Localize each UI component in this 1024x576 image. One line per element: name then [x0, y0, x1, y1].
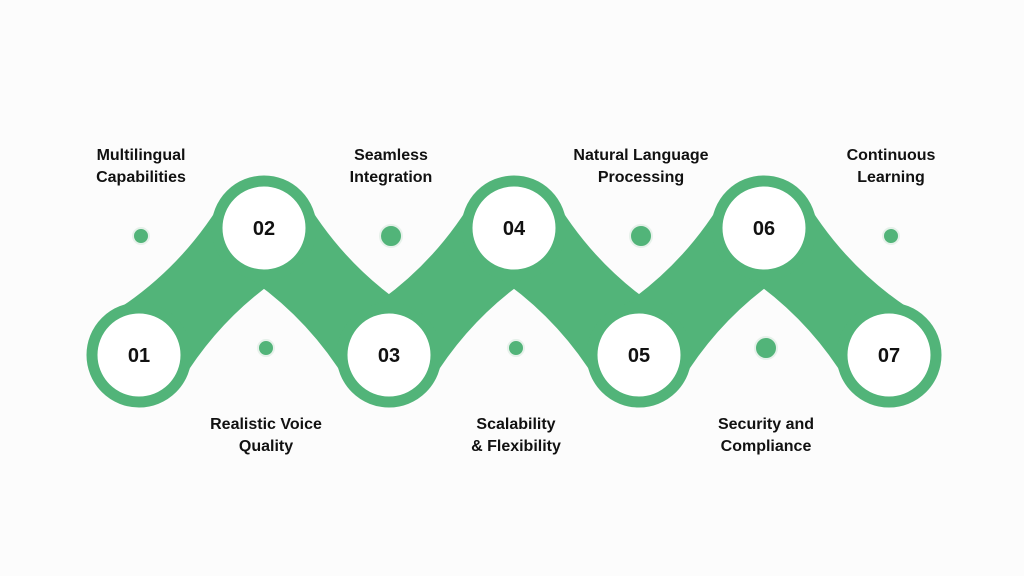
step-ring-03: [336, 302, 442, 408]
step-number-01: 01: [128, 345, 150, 367]
marker-dot-04: [507, 339, 525, 357]
step-number-07: 07: [878, 345, 900, 367]
step-ring-06: [711, 175, 817, 281]
step-label-line: Realistic Voice: [210, 416, 322, 433]
marker-dot-05: [629, 224, 653, 248]
step-number-05: 05: [628, 345, 650, 367]
step-label-line: Capabilities: [96, 169, 186, 186]
step-number-06: 06: [753, 218, 775, 240]
step-label-line: Multilingual: [96, 147, 186, 164]
step-label-line: Seamless: [354, 147, 428, 164]
step-label-line: Security and: [717, 416, 815, 433]
step-ring-05: [586, 302, 692, 408]
step-ring-07: [836, 302, 942, 408]
step-label-line: Compliance: [720, 438, 812, 455]
step-label-line: Processing: [597, 169, 685, 186]
step-ring-02: [211, 175, 317, 281]
number-group: 01 02 03 04 05 06 07: [128, 218, 900, 367]
step-ring-01: [86, 302, 192, 408]
step-label-line: & Flexibility: [471, 438, 561, 455]
step-number-02: 02: [253, 218, 275, 240]
step-number-04: 04: [503, 218, 526, 240]
marker-dot-02: [257, 339, 275, 357]
marker-dot-03: [379, 224, 403, 248]
step-label-04: Scalability & Flexibility: [421, 414, 611, 458]
step-ring-04: [461, 175, 567, 281]
step-label-line: Quality: [238, 438, 294, 455]
marker-dot-06: [754, 336, 778, 360]
step-label-line: Natural Language: [573, 147, 709, 164]
step-label-line: Continuous: [846, 147, 936, 164]
step-label-line: Learning: [857, 169, 925, 186]
step-number-03: 03: [378, 345, 400, 367]
dot-group: [132, 224, 900, 360]
step-label-line: Integration: [349, 169, 433, 186]
ring-group: [86, 175, 942, 408]
step-label-line: Scalability: [476, 416, 556, 433]
marker-dot-01: [132, 227, 150, 245]
marker-dot-07: [882, 227, 900, 245]
